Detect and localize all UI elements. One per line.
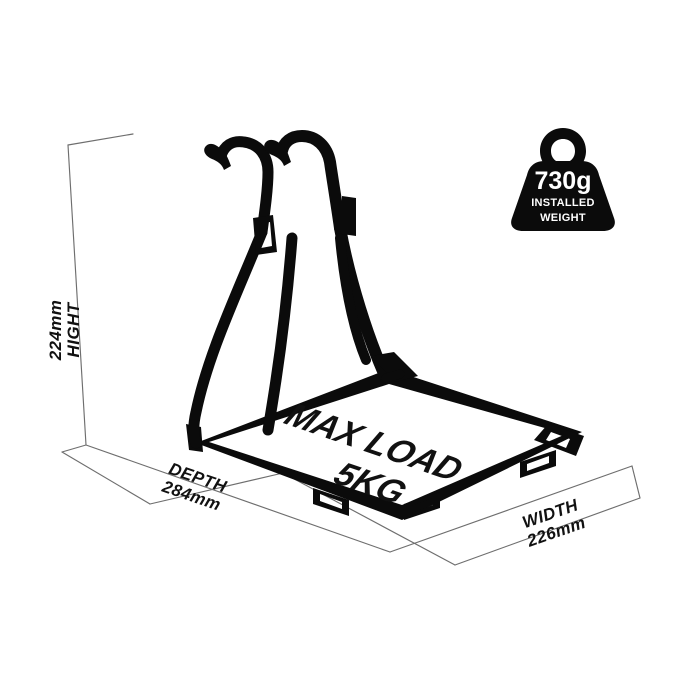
depth-dimension-label: DEPTH 284mm [159,459,229,515]
height-dimension-label: HIGHT 224mm [46,300,83,362]
floor-guide-lower-left [61,451,151,505]
diagonal-strut [381,369,405,383]
installed-weight-badge: 730g INSTALLED WEIGHT [511,128,615,231]
right-vertical-strut [335,233,371,365]
height-value: 224mm [46,300,65,362]
tray-frame-outline [196,369,582,520]
weight-caption-line1: INSTALLED [531,197,595,209]
width-guide-line [389,465,633,553]
right-clip-loop [342,196,356,236]
mount-tab-center [404,492,440,520]
left-clip-loop [253,215,277,255]
mount-tab-left [313,488,349,516]
right-guide-edge [631,465,641,499]
left-neck-tube [215,136,274,238]
perspective-guide-box [61,133,641,566]
right-hook-tip [264,139,291,166]
rack-illustration [186,130,584,520]
weight-body-icon [511,161,615,231]
left-hook-tip [204,143,231,170]
left-support-arm [188,226,268,449]
height-guide-top-tick [67,133,134,146]
tray-corner-gusset-right [534,424,584,456]
weight-value: 730g [535,167,592,195]
mount-tab-right [520,450,556,478]
height-guide-line [67,144,87,446]
right-neck-tube [276,130,346,234]
weight-caption-line2: WEIGHT [540,212,586,224]
floor-guide-lower-right [454,497,641,566]
height-label: HIGHT [64,301,83,357]
floor-guide-lower-mid [149,472,284,505]
depth-guide-line [85,444,391,553]
right-brace-plate [371,352,418,382]
floor-guide-left [61,444,87,453]
inner-support-arm [262,232,298,436]
floor-guide-lower-vertex [282,472,456,566]
